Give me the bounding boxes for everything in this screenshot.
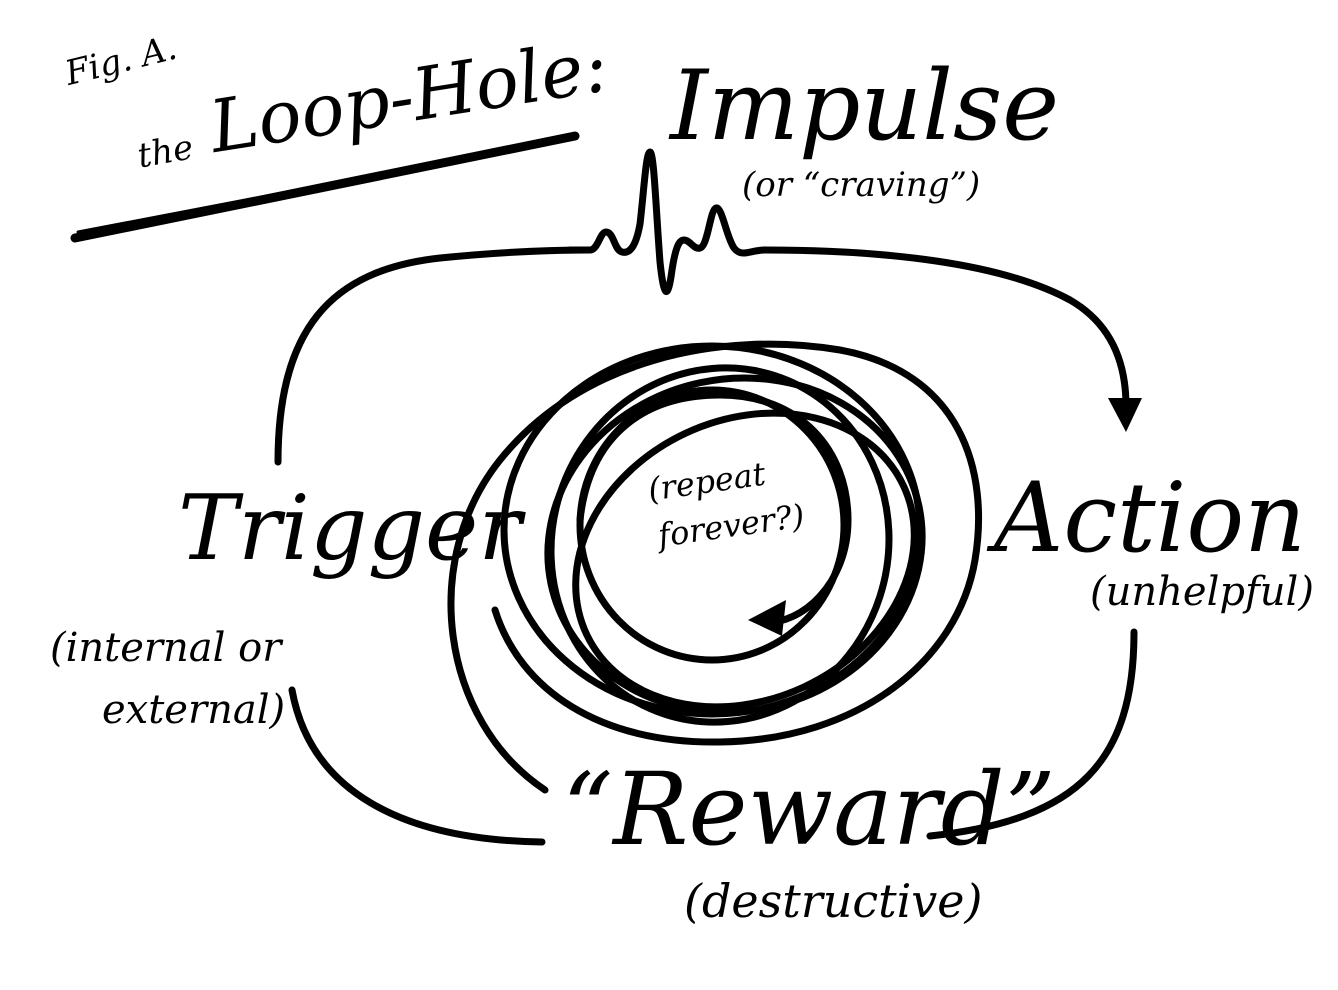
node-impulse-sublabel: (or “craving”)	[742, 165, 981, 205]
impulse-heartbeat-line	[566, 148, 769, 296]
arrowhead-impulse-to-action	[1108, 398, 1142, 432]
node-reward-label: “Reward”	[562, 751, 1056, 868]
loop-arc-action-to-reward	[926, 628, 1138, 840]
center-arrowhead	[748, 600, 786, 636]
node-reward-sublabel: (destructive)	[684, 874, 983, 928]
node-action-label: Action	[994, 462, 1306, 574]
center-scribble	[447, 340, 983, 794]
loop-arc-impulse-to-action	[761, 246, 1130, 410]
node-impulse-label: Impulse	[670, 50, 1060, 162]
node-action-sublabel: (unhelpful)	[1090, 569, 1314, 615]
node-trigger-sublabel-line2: external)	[102, 687, 286, 733]
title-prefix: the	[134, 127, 197, 177]
loop-arc-reward-to-trigger	[288, 686, 546, 846]
node-trigger-label: Trigger	[178, 476, 522, 581]
node-trigger-sublabel-line1: (internal or	[50, 625, 282, 671]
title-underline-thin	[76, 136, 572, 234]
loop-arc-trigger-to-impulse	[274, 246, 594, 466]
